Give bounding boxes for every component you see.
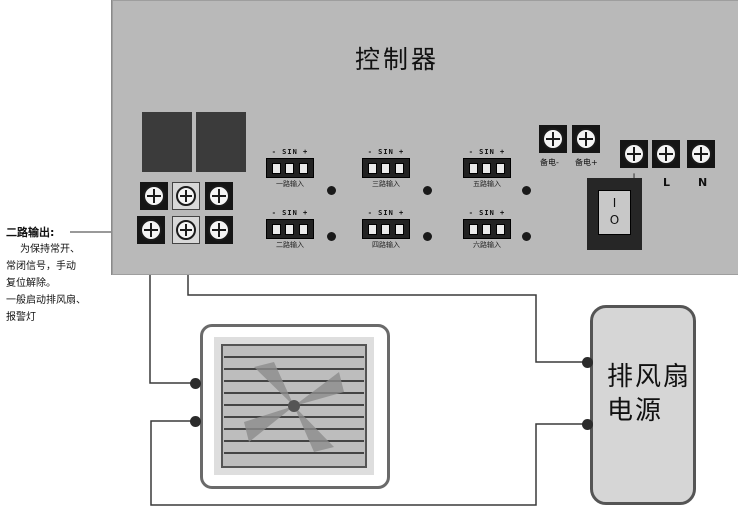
screw-icon [176,186,196,206]
input-connector-2[interactable]: - SIN + 二路输入 [254,208,326,252]
connector-socket [463,158,511,178]
live-label: L [663,176,671,189]
comm-negative-terminal[interactable] [539,125,567,153]
connector-socket [362,219,410,239]
display-right [196,112,246,172]
output-terminal-5[interactable] [172,216,200,244]
wire-bottom-loop [150,420,588,506]
connector-label: 六路输入 [473,241,501,249]
panel-title: 控制器 [355,45,440,74]
connector-signal-label: - SIN + [271,148,309,156]
connector-socket [463,219,511,239]
fan-power-supply: 排风扇 电源 [590,305,696,505]
ground-terminal[interactable] [620,140,648,168]
connector-signal-label: - SIN + [271,209,309,217]
psu-label-line1: 排风扇 [607,362,692,392]
connector-socket [266,158,314,178]
neutral-label: N [698,176,708,189]
output-terminal-4[interactable] [137,216,165,244]
comm-positive-label: 备电+ [575,158,598,167]
input-connector-3[interactable]: - SIN + 三路输入 [350,147,422,191]
input-led-2 [327,232,336,241]
output-note-line: 常闭信号，手动 [6,261,76,272]
screw-icon [690,143,712,165]
screw-icon [542,128,564,150]
psu-terminal-top [582,357,593,368]
output-note-title: 二路输出: [6,226,55,239]
output-terminal-6[interactable] [205,216,233,244]
connector-label: 五路输入 [473,180,501,188]
output-note-line: 复位解除。 [6,278,56,289]
output-note-line: 为保持常开、 [20,244,80,255]
output-note-line: 一般启动排风扇、 [6,295,86,306]
screw-icon [176,220,196,240]
screw-icon [208,185,230,207]
connector-signal-label: - SIN + [367,209,405,217]
wire-psu-top [187,245,588,363]
screw-icon [208,219,230,241]
input-connector-5[interactable]: - SIN + 五路输入 [451,147,523,191]
psu-terminal-bottom [582,419,593,430]
output-note-line: 报警灯 [6,312,36,323]
connector-socket [266,219,314,239]
input-led-3 [423,186,432,195]
wire-fan-top [149,245,196,384]
input-connector-1[interactable]: - SIN + 一路输入 [254,147,326,191]
connector-signal-label: - SIN + [468,148,506,156]
display-left [142,112,192,172]
connector-signal-label: - SIN + [468,209,506,217]
screw-icon [623,143,645,165]
screw-icon [575,128,597,150]
output-note: 二路输出: 为保持常开、 常闭信号，手动 复位解除。 一般启动排风扇、 报警灯 [6,224,116,326]
input-led-4 [423,232,432,241]
connector-socket [362,158,410,178]
fan-terminal-bottom [190,416,201,427]
output-terminal-2[interactable] [172,182,200,210]
live-terminal[interactable] [652,140,680,168]
connector-label: 三路输入 [372,180,400,188]
connector-label: 四路输入 [372,241,400,249]
output-terminal-3[interactable] [205,182,233,210]
connector-label: 二路输入 [276,241,304,249]
input-led-6 [522,232,531,241]
comm-positive-terminal[interactable] [572,125,600,153]
power-switch-rocker[interactable]: I O [598,190,631,235]
connector-signal-label: - SIN + [367,148,405,156]
switch-on-mark: I [612,196,617,210]
screw-icon [143,185,165,207]
switch-off-mark: O [609,213,620,227]
input-led-1 [327,186,336,195]
neutral-terminal[interactable] [687,140,715,168]
input-connector-6[interactable]: - SIN + 六路输入 [451,208,523,252]
fan-terminal-top [190,378,201,389]
output-terminal-1[interactable] [140,182,168,210]
comm-negative-label: 备电- [540,158,559,167]
psu-label-line2: 电源 [607,396,664,426]
fan-icon [214,337,374,475]
screw-icon [140,219,162,241]
input-led-5 [522,186,531,195]
screw-icon [655,143,677,165]
connector-label: 一路输入 [276,180,304,188]
input-connector-4[interactable]: - SIN + 四路输入 [350,208,422,252]
